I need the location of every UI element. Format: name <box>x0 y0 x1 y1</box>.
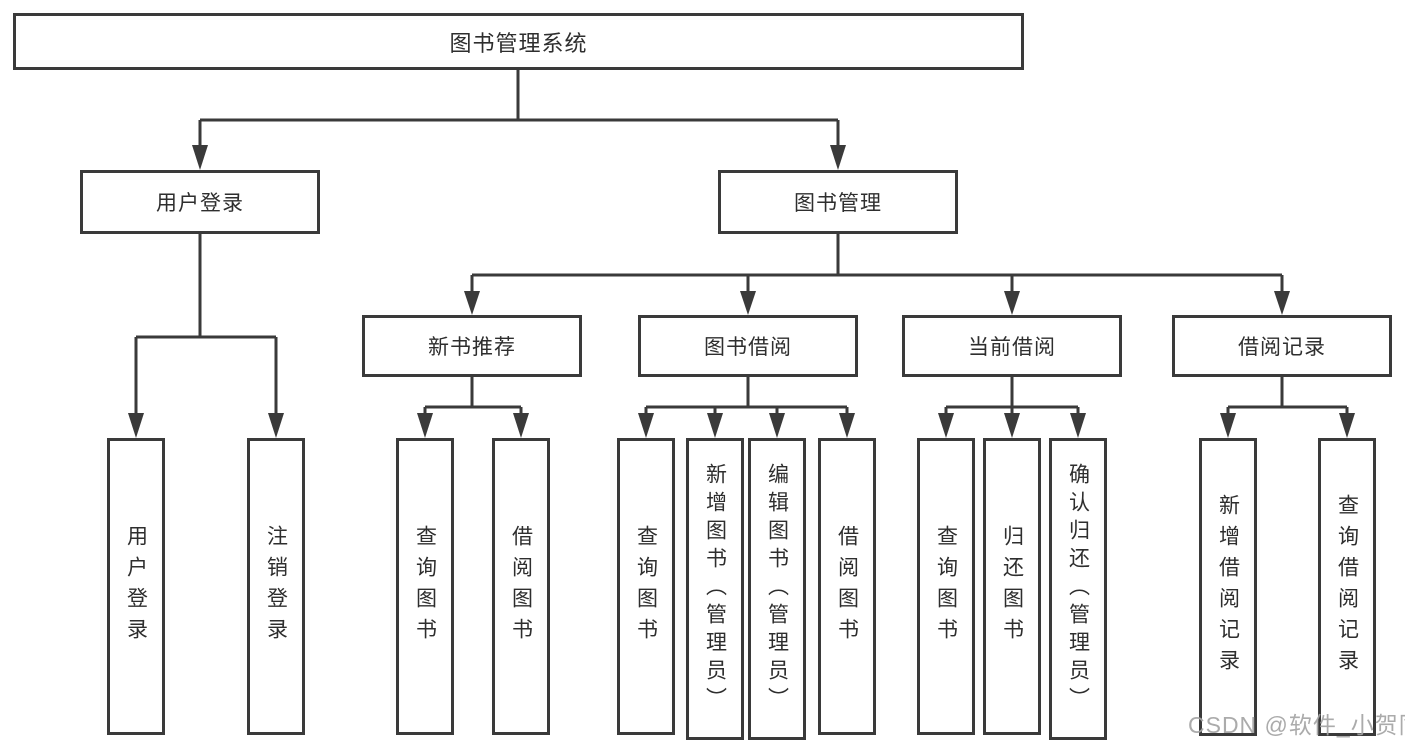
leaf-add-borrow-record-label: 新增借阅记录 <box>1216 494 1240 680</box>
arrowhead-icon <box>740 291 756 315</box>
node-borrow-records-label: 借阅记录 <box>1238 336 1326 359</box>
leaf-query-books-1: 查询图书 <box>396 438 454 735</box>
arrowhead-icon <box>192 145 208 170</box>
leaf-add-books-admin: 新增图书（管理员） <box>686 438 744 740</box>
leaf-query-books-3: 查询图书 <box>917 438 975 735</box>
leaf-return-books: 归还图书 <box>983 438 1041 735</box>
leaf-add-books-admin-label: 新增图书（管理员） <box>703 463 727 715</box>
leaf-edit-books-admin: 编辑图书（管理员） <box>748 438 806 740</box>
leaf-query-borrow-record-label: 查询借阅记录 <box>1335 494 1359 680</box>
arrowhead-icon <box>1004 413 1020 438</box>
connector-user-login-split <box>134 234 278 414</box>
node-root-label: 图书管理系统 <box>449 30 588 56</box>
leaf-confirm-return-admin-label: 确认归还（管理员） <box>1066 463 1090 715</box>
node-new-book-recommend: 新书推荐 <box>362 315 582 377</box>
arrowhead-icon <box>513 413 529 438</box>
arrowhead-icon <box>1220 413 1236 438</box>
node-book-mgmt: 图书管理 <box>718 170 958 234</box>
connector-root-split <box>198 70 840 147</box>
leaf-logout-label: 注销登录 <box>264 524 288 649</box>
arrowhead-icon <box>707 413 723 438</box>
leaf-borrow-books-1-label: 借阅图书 <box>509 524 533 649</box>
node-user-login: 用户登录 <box>80 170 320 234</box>
arrowhead-icon <box>417 413 433 438</box>
arrowhead-icon <box>839 413 855 438</box>
leaf-edit-books-admin-label: 编辑图书（管理员） <box>765 463 789 715</box>
connector-current-borrow-split <box>944 377 1080 414</box>
node-user-login-label: 用户登录 <box>156 192 244 215</box>
leaf-borrow-books-2-label: 借阅图书 <box>835 524 859 649</box>
leaf-confirm-return-admin: 确认归还（管理员） <box>1049 438 1107 740</box>
connector-book-mgmt-split <box>470 234 1284 293</box>
leaf-query-books-2: 查询图书 <box>617 438 675 735</box>
leaf-logout: 注销登录 <box>247 438 305 735</box>
leaf-query-books-1-label: 查询图书 <box>413 524 437 649</box>
arrowhead-icon <box>769 413 785 438</box>
node-book-mgmt-label: 图书管理 <box>794 192 882 215</box>
node-book-borrowing-label: 图书借阅 <box>704 336 792 359</box>
node-root: 图书管理系统 <box>13 13 1024 70</box>
arrowhead-icon <box>1274 291 1290 315</box>
node-current-borrowing-label: 当前借阅 <box>968 336 1056 359</box>
leaf-borrow-books-1: 借阅图书 <box>492 438 550 735</box>
connector-new-book-split <box>423 377 523 414</box>
node-borrow-records: 借阅记录 <box>1172 315 1392 377</box>
leaf-user-login-label: 用户登录 <box>124 524 148 649</box>
watermark: CSDN @软件_小贺同学 <box>1188 712 1405 738</box>
connector-book-borrow-split <box>644 377 849 414</box>
leaf-user-login: 用户登录 <box>107 438 165 735</box>
arrowhead-icon <box>938 413 954 438</box>
leaf-query-books-3-label: 查询图书 <box>934 524 958 649</box>
leaf-borrow-books-2: 借阅图书 <box>818 438 876 735</box>
node-current-borrowing: 当前借阅 <box>902 315 1122 377</box>
arrowhead-icon <box>464 291 480 315</box>
leaf-query-borrow-record: 查询借阅记录 <box>1318 438 1376 736</box>
leaf-return-books-label: 归还图书 <box>1000 524 1024 649</box>
arrowhead-icon <box>1004 291 1020 315</box>
arrowhead-icon <box>830 145 846 170</box>
connector-borrow-records-split <box>1226 377 1349 414</box>
node-new-book-recommend-label: 新书推荐 <box>428 336 516 359</box>
arrowhead-icon <box>638 413 654 438</box>
arrowhead-icon <box>1070 413 1086 438</box>
node-book-borrowing: 图书借阅 <box>638 315 858 377</box>
arrowhead-icon <box>128 413 144 438</box>
arrowhead-icon <box>268 413 284 438</box>
arrowhead-icon <box>1339 413 1355 438</box>
leaf-query-books-2-label: 查询图书 <box>634 524 658 649</box>
leaf-add-borrow-record: 新增借阅记录 <box>1199 438 1257 736</box>
